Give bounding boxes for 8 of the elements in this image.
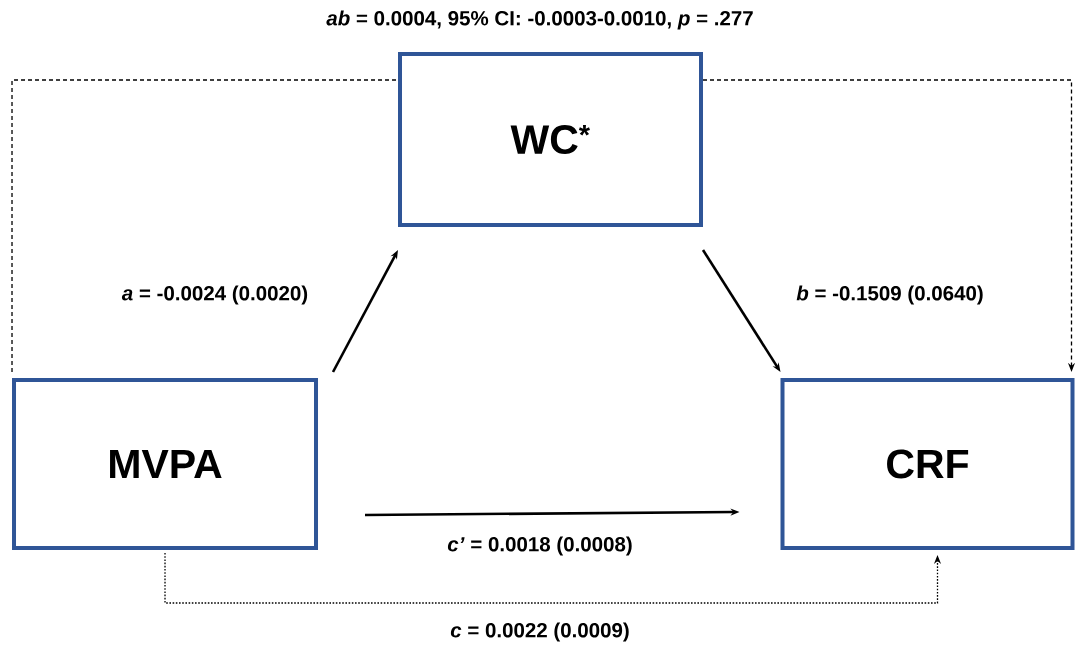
edge-label: b = -0.1509 (0.0640) bbox=[795, 284, 985, 306]
edge-label: a = -0.0024 (0.0020) bbox=[120, 284, 310, 306]
edge-label: c’ = 0.0018 (0.0008) bbox=[446, 535, 634, 557]
edge-label: c = 0.0022 (0.0009) bbox=[449, 621, 631, 643]
effect-label: ab = 0.0004, 95% CI: -0.0003-0.0010, p = .277 bbox=[326, 10, 753, 30]
variable-box: CRF bbox=[780, 378, 1075, 550]
variable-box: MVPA bbox=[12, 378, 318, 550]
variable-box: WC$^{*}$ bbox=[398, 52, 703, 227]
